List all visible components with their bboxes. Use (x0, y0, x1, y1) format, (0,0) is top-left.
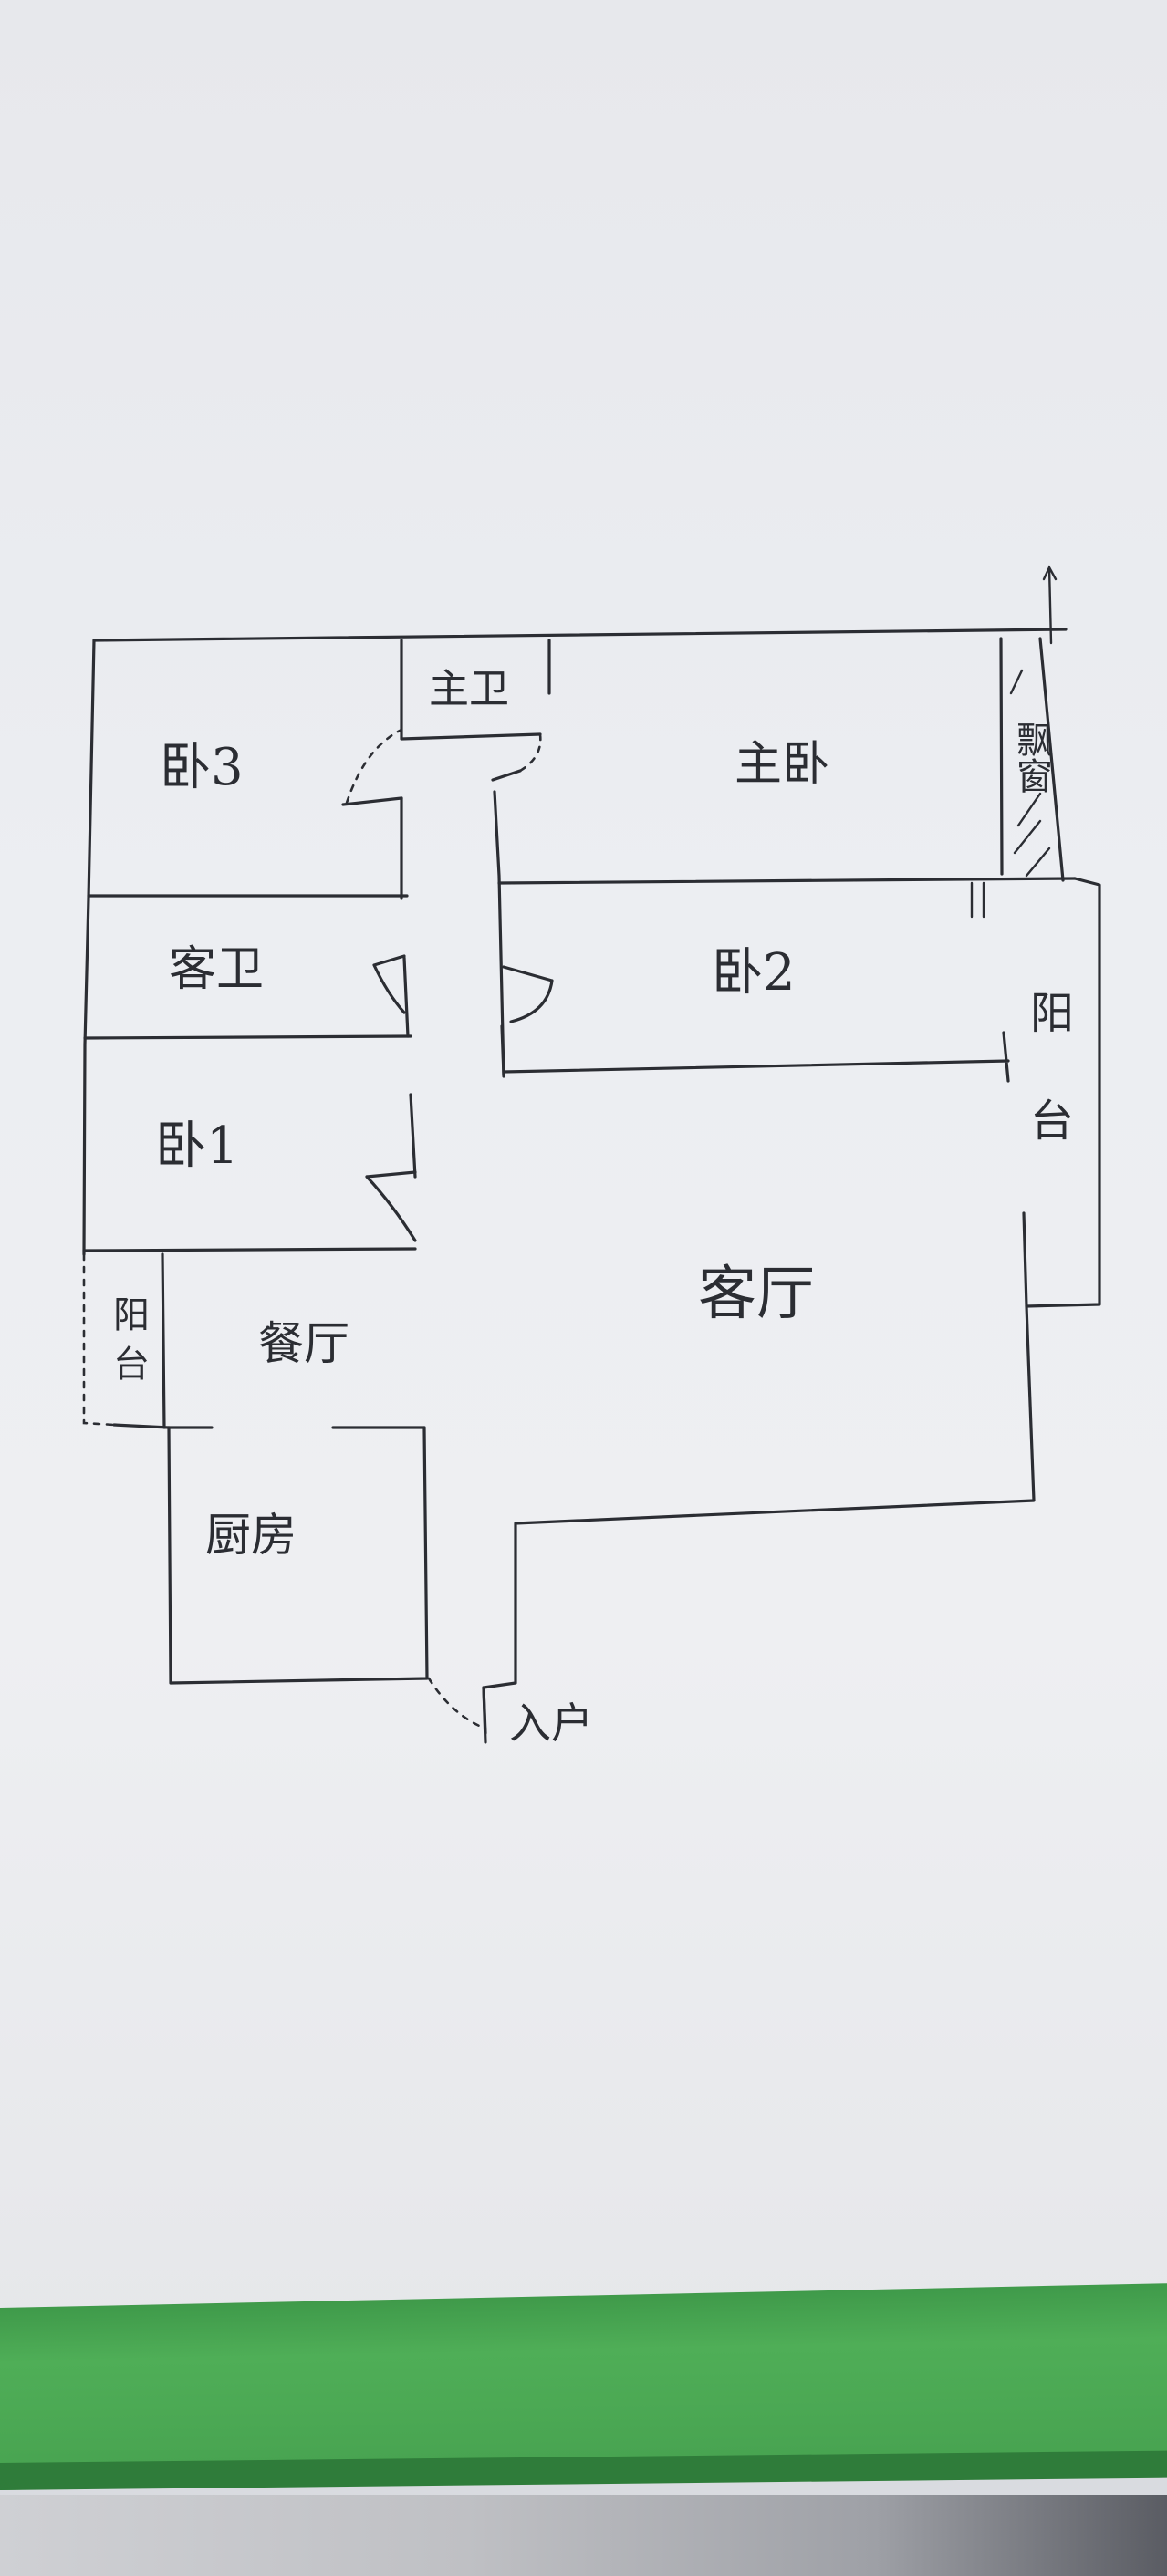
door-guestbath (372, 954, 406, 1014)
bay-window-frame (999, 637, 1065, 882)
master-bath-walls (400, 639, 551, 741)
top-outer-wall (92, 628, 1068, 642)
bay-window-hatch (1009, 669, 1051, 878)
door-master-bath (491, 769, 522, 782)
living-room-right-wall (482, 1304, 1036, 1735)
left-balcony-wall (112, 1252, 171, 1429)
floor-background (0, 2495, 1167, 2576)
label-right-balcony: 阳台 (1022, 990, 1073, 1205)
wall-bedroom2-bottom (502, 1031, 1010, 1083)
left-outer-wall (82, 639, 96, 1256)
paper-sheet (0, 0, 1167, 2335)
door-swing-entrance (427, 1677, 487, 1730)
label-left-balcony: 阳台 (107, 1295, 149, 1394)
label-bedroom2: 卧2 (712, 943, 796, 1002)
right-balcony-wall (1022, 877, 1101, 1308)
label-master-bedroom: 主卧 (735, 737, 829, 792)
wall-bedroom1-bottom (82, 1247, 417, 1252)
label-entrance: 入户 (509, 1698, 593, 1748)
window-ticks (970, 881, 985, 919)
door-swing-bedroom3 (345, 728, 403, 805)
label-kitchen: 厨房 (205, 1509, 297, 1562)
label-dining-room: 餐厅 (258, 1317, 349, 1370)
door-entrance (482, 1686, 487, 1744)
label-bedroom1: 卧1 (155, 1117, 239, 1176)
left-balcony-outline (82, 1252, 116, 1427)
door-bedroom2 (500, 965, 554, 1076)
label-bay-window: 飘窗 (1010, 721, 1052, 794)
floor-plan-sketch: 卧3 主卫 主卧 飘窗 客卫 卧2 卧1 阳台 客厅 阳台 餐厅 厨房 入户 (82, 565, 1101, 1748)
door-swing-master-bath (518, 732, 542, 773)
wall-guestbath-bottom (83, 1034, 412, 1040)
wall-masterbed-bottom (497, 877, 1077, 885)
label-bedroom3: 卧3 (160, 738, 244, 797)
corridor-left-wall (400, 796, 417, 1179)
kitchen-walls (167, 1426, 429, 1685)
label-guest-bath: 客卫 (169, 942, 264, 997)
label-living-room: 客厅 (698, 1261, 815, 1328)
door-bedroom3 (341, 796, 403, 806)
label-master-bath: 主卫 (429, 666, 509, 712)
north-marker (1042, 565, 1058, 645)
door-bedroom1 (365, 1170, 417, 1242)
